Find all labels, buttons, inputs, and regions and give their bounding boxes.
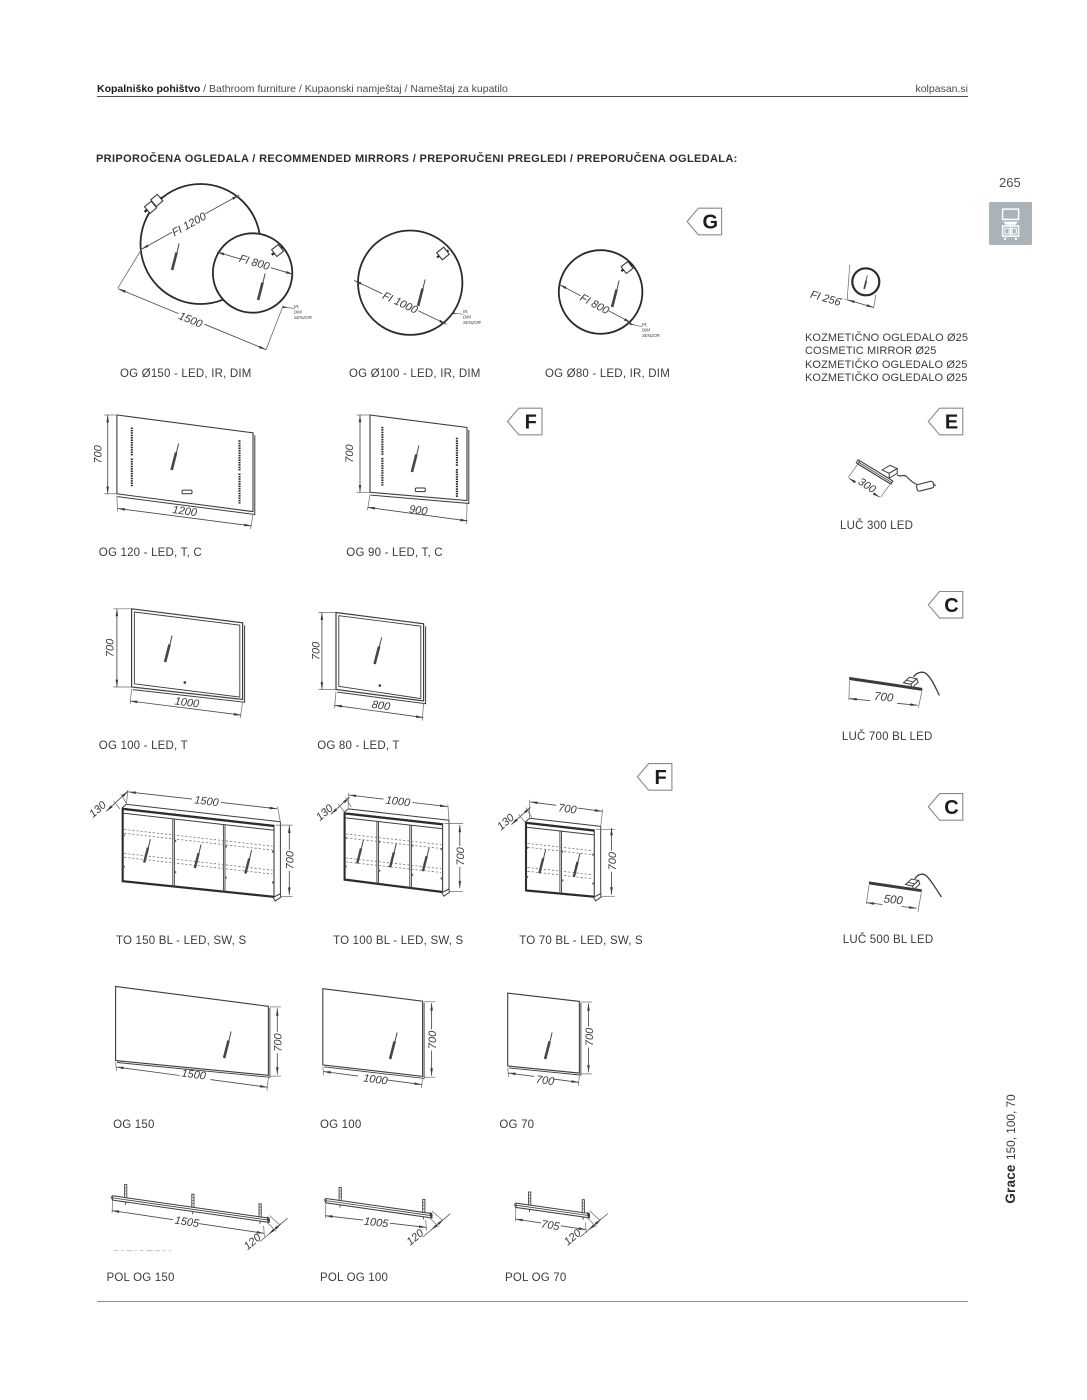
svg-text:1200: 1200 xyxy=(172,504,199,519)
svg-text:E: E xyxy=(945,412,958,434)
svg-text:1000: 1000 xyxy=(362,1072,389,1087)
svg-text:SENZOR: SENZOR xyxy=(642,333,660,338)
svg-text:700: 700 xyxy=(311,641,323,660)
svg-text:DIM: DIM xyxy=(463,315,471,320)
svg-text:130: 130 xyxy=(314,802,336,824)
svg-text:700: 700 xyxy=(427,1030,439,1049)
svg-text:IR,: IR, xyxy=(463,309,469,314)
svg-text:120: 120 xyxy=(242,1231,264,1253)
svg-text:1005: 1005 xyxy=(363,1216,390,1231)
svg-text:300: 300 xyxy=(856,476,879,497)
svg-text:1500: 1500 xyxy=(177,310,205,331)
svg-text:1500: 1500 xyxy=(194,794,221,809)
svg-text:1505: 1505 xyxy=(174,1215,201,1231)
svg-text:1500: 1500 xyxy=(181,1067,208,1082)
svg-text:C: C xyxy=(944,797,958,819)
svg-text:SENZOR: SENZOR xyxy=(463,320,481,325)
svg-text:705: 705 xyxy=(540,1218,561,1233)
svg-text:700: 700 xyxy=(535,1074,556,1088)
svg-text:G: G xyxy=(703,212,719,234)
svg-text:F: F xyxy=(654,767,666,789)
svg-text:DIM: DIM xyxy=(642,328,650,333)
svg-text:700: 700 xyxy=(607,851,619,870)
svg-text:DIM: DIM xyxy=(294,310,302,315)
svg-text:F: F xyxy=(525,412,537,434)
svg-text:700: 700 xyxy=(273,1033,285,1052)
svg-text:700: 700 xyxy=(105,638,117,657)
svg-text:IR,: IR, xyxy=(294,304,300,309)
svg-text:120: 120 xyxy=(404,1227,426,1249)
svg-text:700: 700 xyxy=(344,444,356,463)
svg-text:700: 700 xyxy=(584,1027,596,1046)
svg-text:1000: 1000 xyxy=(174,696,201,711)
svg-text:IR,: IR, xyxy=(642,322,648,327)
svg-text:SENZOR: SENZOR xyxy=(294,315,312,320)
svg-text:700: 700 xyxy=(873,691,894,705)
svg-text:FI 256: FI 256 xyxy=(809,289,843,309)
svg-text:130: 130 xyxy=(495,811,517,833)
svg-text:120: 120 xyxy=(562,1227,584,1249)
svg-text:500: 500 xyxy=(883,893,904,907)
svg-text:C: C xyxy=(944,595,958,617)
svg-text:700: 700 xyxy=(93,444,105,463)
svg-text:800: 800 xyxy=(371,699,392,714)
svg-text:700: 700 xyxy=(285,850,297,869)
svg-text:700: 700 xyxy=(557,802,578,816)
svg-text:130: 130 xyxy=(87,799,109,821)
svg-text:700: 700 xyxy=(455,846,467,865)
svg-text:1000: 1000 xyxy=(385,795,412,810)
svg-text:900: 900 xyxy=(408,504,429,518)
